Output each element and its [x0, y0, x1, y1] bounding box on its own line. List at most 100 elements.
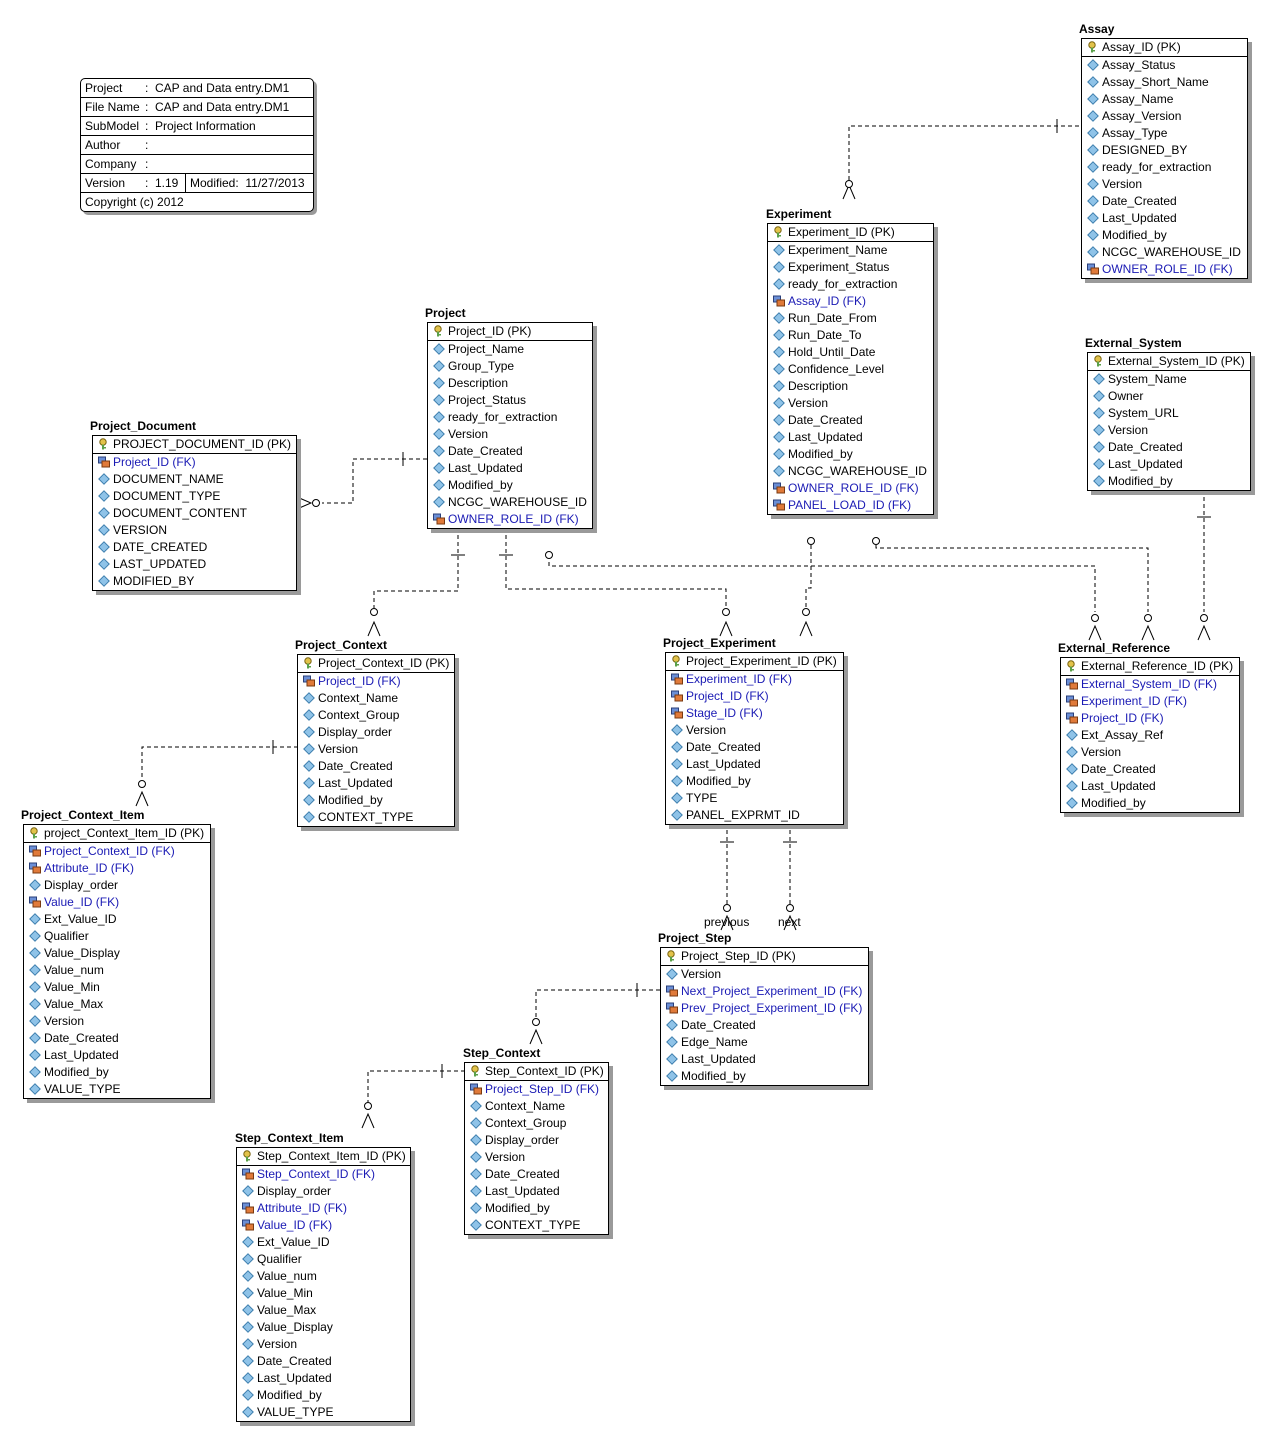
attribute-context-name[interactable]: Context_Name — [298, 690, 454, 707]
attribute-date-created[interactable]: Date_Created — [666, 739, 843, 756]
attribute-context-type[interactable]: CONTEXT_TYPE — [298, 809, 454, 826]
attribute-date-created[interactable]: Date_Created — [1082, 193, 1247, 210]
attribute-prev-project-experiment-id[interactable]: Prev_Project_Experiment_ID (FK) — [661, 1000, 868, 1017]
attribute-ncgc-warehouse-id[interactable]: NCGC_WAREHOUSE_ID — [428, 494, 592, 511]
attribute-modified-by[interactable]: Modified_by — [1061, 795, 1239, 812]
attribute-assay-name[interactable]: Assay_Name — [1082, 91, 1247, 108]
attribute-value-num[interactable]: Value_num — [24, 962, 210, 979]
attribute-last-updated[interactable]: LAST_UPDATED — [93, 556, 296, 573]
attribute-designed-by[interactable]: DESIGNED_BY — [1082, 142, 1247, 159]
attribute-experiment-id[interactable]: Experiment_ID (FK) — [666, 671, 843, 688]
attribute-ready-for-extraction[interactable]: ready_for_extraction — [1082, 159, 1247, 176]
attribute-project-id[interactable]: Project_ID (FK) — [298, 673, 454, 690]
attribute-version[interactable]: Version — [1088, 422, 1250, 439]
attribute-modified-by[interactable]: Modified_by — [24, 1064, 210, 1081]
attribute-modified-by[interactable]: Modified_by — [768, 446, 933, 463]
attribute-run-date-from[interactable]: Run_Date_From — [768, 310, 933, 327]
attribute-version[interactable]: Version — [298, 741, 454, 758]
attribute-modified-by[interactable]: Modified_by — [428, 477, 592, 494]
attribute-value-display[interactable]: Value_Display — [237, 1319, 410, 1336]
attribute-value-id[interactable]: Value_ID (FK) — [24, 894, 210, 911]
attribute-display-order[interactable]: Display_order — [24, 877, 210, 894]
attribute-value-min[interactable]: Value_Min — [24, 979, 210, 996]
attribute-display-order[interactable]: Display_order — [237, 1183, 410, 1200]
attribute-project-id[interactable]: Project_ID (FK) — [1061, 710, 1239, 727]
attribute-step-context-item-id[interactable]: Step_Context_Item_ID (PK) — [237, 1148, 410, 1166]
attribute-document-name[interactable]: DOCUMENT_NAME — [93, 471, 296, 488]
attribute-last-updated[interactable]: Last_Updated — [428, 460, 592, 477]
attribute-owner[interactable]: Owner — [1088, 388, 1250, 405]
attribute-assay-short-name[interactable]: Assay_Short_Name — [1082, 74, 1247, 91]
attribute-date-created[interactable]: Date_Created — [428, 443, 592, 460]
attribute-project-id[interactable]: Project_ID (PK) — [428, 323, 592, 341]
attribute-date-created[interactable]: Date_Created — [465, 1166, 608, 1183]
attribute-version[interactable]: Version — [428, 426, 592, 443]
attribute-edge-name[interactable]: Edge_Name — [661, 1034, 868, 1051]
attribute-ext-value-id[interactable]: Ext_Value_ID — [24, 911, 210, 928]
attribute-last-updated[interactable]: Last_Updated — [661, 1051, 868, 1068]
attribute-project-experiment-id[interactable]: Project_Experiment_ID (PK) — [666, 653, 843, 671]
attribute-hold-until-date[interactable]: Hold_Until_Date — [768, 344, 933, 361]
attribute-assay-id[interactable]: Assay_ID (FK) — [768, 293, 933, 310]
attribute-modified-by[interactable]: Modified_by — [661, 1068, 868, 1085]
attribute-modified-by[interactable]: MODIFIED_BY — [93, 573, 296, 590]
attribute-project-id[interactable]: Project_ID (FK) — [666, 688, 843, 705]
attribute-last-updated[interactable]: Last_Updated — [237, 1370, 410, 1387]
attribute-stage-id[interactable]: Stage_ID (FK) — [666, 705, 843, 722]
attribute-context-group[interactable]: Context_Group — [465, 1115, 608, 1132]
attribute-value-type[interactable]: VALUE_TYPE — [24, 1081, 210, 1098]
attribute-version[interactable]: Version — [24, 1013, 210, 1030]
attribute-project-step-id[interactable]: Project_Step_ID (PK) — [661, 948, 868, 966]
attribute-experiment-id[interactable]: Experiment_ID (FK) — [1061, 693, 1239, 710]
entity-external-reference[interactable]: External_Reference_ID (PK)External_Syste… — [1060, 657, 1240, 813]
entity-project-context[interactable]: Project_Context_ID (PK)Project_ID (FK)Co… — [297, 654, 455, 827]
attribute-project-name[interactable]: Project_Name — [428, 341, 592, 358]
attribute-assay-status[interactable]: Assay_Status — [1082, 57, 1247, 74]
attribute-ready-for-extraction[interactable]: ready_for_extraction — [768, 276, 933, 293]
attribute-run-date-to[interactable]: Run_Date_To — [768, 327, 933, 344]
attribute-project-context-id[interactable]: Project_Context_ID (PK) — [298, 655, 454, 673]
attribute-assay-version[interactable]: Assay_Version — [1082, 108, 1247, 125]
attribute-project-id[interactable]: Project_ID (FK) — [93, 454, 296, 471]
attribute-next-project-experiment-id[interactable]: Next_Project_Experiment_ID (FK) — [661, 983, 868, 1000]
attribute-ready-for-extraction[interactable]: ready_for_extraction — [428, 409, 592, 426]
attribute-date-created[interactable]: Date_Created — [237, 1353, 410, 1370]
attribute-project-status[interactable]: Project_Status — [428, 392, 592, 409]
attribute-version[interactable]: Version — [237, 1336, 410, 1353]
attribute-project-context-item-id[interactable]: project_Context_Item_ID (PK) — [24, 825, 210, 843]
entity-step-context[interactable]: Step_Context_ID (PK)Project_Step_ID (FK)… — [464, 1062, 609, 1235]
attribute-step-context-id[interactable]: Step_Context_ID (PK) — [465, 1063, 608, 1081]
attribute-version[interactable]: Version — [465, 1149, 608, 1166]
attribute-qualifier[interactable]: Qualifier — [237, 1251, 410, 1268]
attribute-panel-load-id[interactable]: PANEL_LOAD_ID (FK) — [768, 497, 933, 514]
attribute-group-type[interactable]: Group_Type — [428, 358, 592, 375]
attribute-experiment-status[interactable]: Experiment_Status — [768, 259, 933, 276]
attribute-version[interactable]: VERSION — [93, 522, 296, 539]
attribute-value-max[interactable]: Value_Max — [237, 1302, 410, 1319]
attribute-value-num[interactable]: Value_num — [237, 1268, 410, 1285]
attribute-ncgc-warehouse-id[interactable]: NCGC_WAREHOUSE_ID — [1082, 244, 1247, 261]
entity-project-document[interactable]: PROJECT_DOCUMENT_ID (PK)Project_ID (FK)D… — [92, 435, 297, 591]
attribute-version[interactable]: Version — [1082, 176, 1247, 193]
attribute-date-created[interactable]: DATE_CREATED — [93, 539, 296, 556]
attribute-last-updated[interactable]: Last_Updated — [1082, 210, 1247, 227]
attribute-context-type[interactable]: CONTEXT_TYPE — [465, 1217, 608, 1234]
attribute-system-url[interactable]: System_URL — [1088, 405, 1250, 422]
attribute-step-context-id[interactable]: Step_Context_ID (FK) — [237, 1166, 410, 1183]
attribute-last-updated[interactable]: Last_Updated — [24, 1047, 210, 1064]
entity-project-context-item[interactable]: project_Context_Item_ID (PK)Project_Cont… — [23, 824, 211, 1099]
attribute-external-system-id[interactable]: External_System_ID (FK) — [1061, 676, 1239, 693]
attribute-version[interactable]: Version — [768, 395, 933, 412]
attribute-experiment-name[interactable]: Experiment_Name — [768, 242, 933, 259]
attribute-last-updated[interactable]: Last_Updated — [465, 1183, 608, 1200]
attribute-project-context-id[interactable]: Project_Context_ID (FK) — [24, 843, 210, 860]
attribute-modified-by[interactable]: Modified_by — [1082, 227, 1247, 244]
attribute-ext-assay-ref[interactable]: Ext_Assay_Ref — [1061, 727, 1239, 744]
attribute-assay-type[interactable]: Assay_Type — [1082, 125, 1247, 142]
attribute-value-min[interactable]: Value_Min — [237, 1285, 410, 1302]
attribute-version[interactable]: Version — [666, 722, 843, 739]
